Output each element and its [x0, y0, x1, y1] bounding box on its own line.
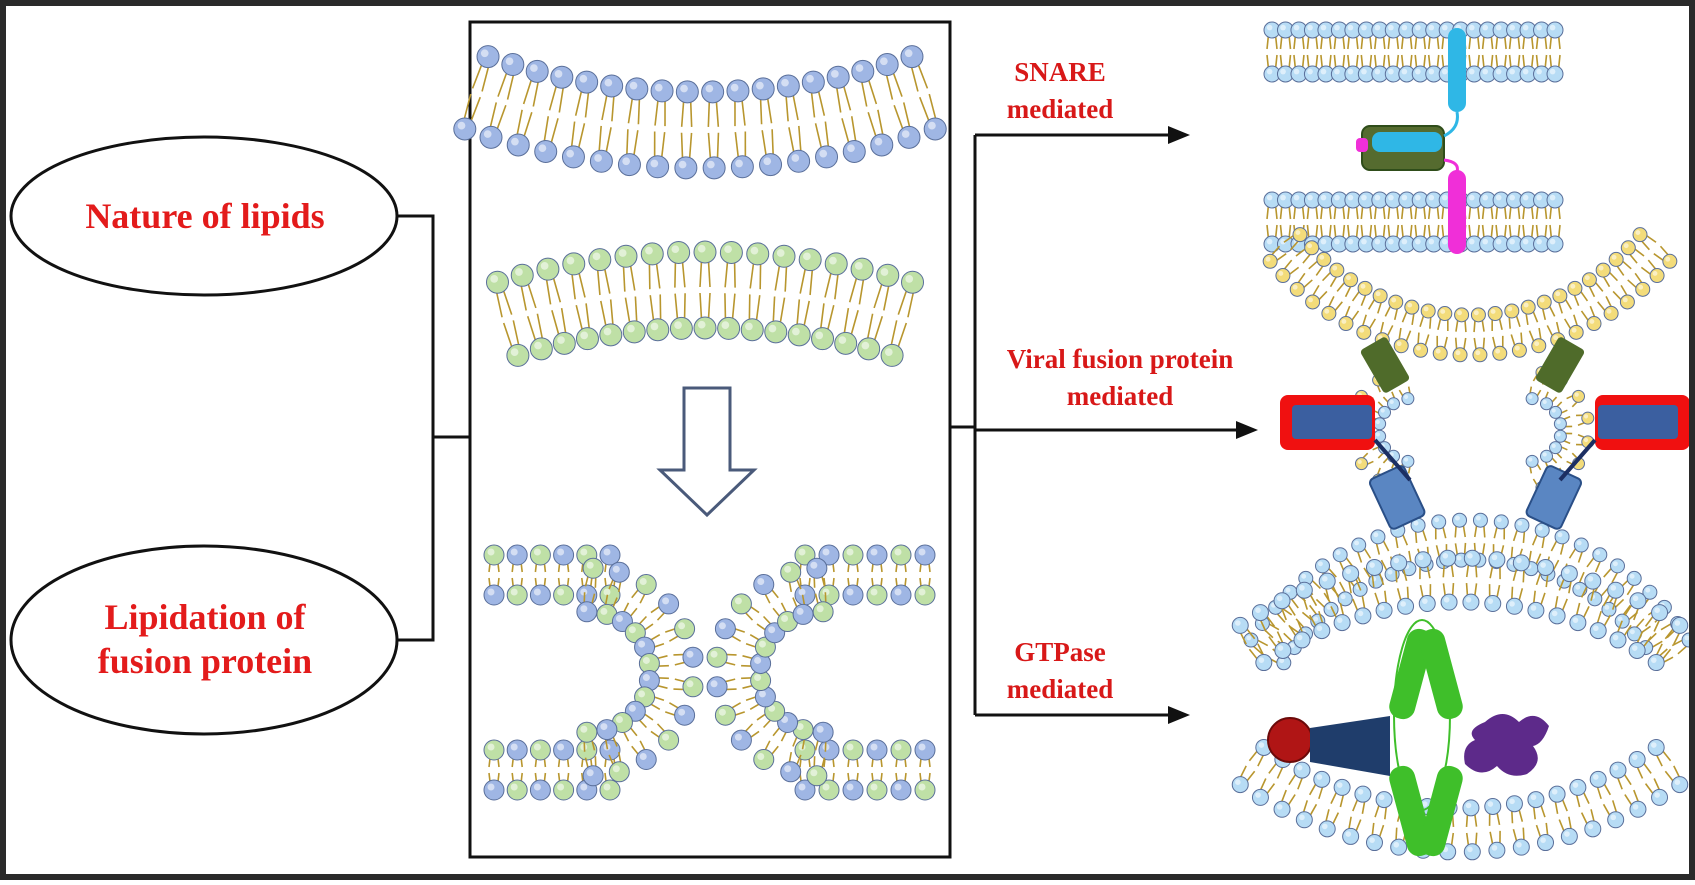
viral-line2: mediated — [985, 378, 1255, 415]
label-lipidation: Lipidation of fusion protein — [40, 595, 370, 683]
lipidation-line1: Lipidation of — [40, 595, 370, 639]
label-nature-of-lipids: Nature of lipids — [40, 194, 370, 238]
gtpase-line2: mediated — [990, 671, 1130, 708]
lipidation-line2: fusion protein — [40, 639, 370, 683]
snare-line2: mediated — [990, 91, 1130, 128]
nature-of-lipids-text: Nature of lipids — [85, 196, 324, 236]
gtpase-line1: GTPase — [990, 634, 1130, 671]
viral-line1: Viral fusion protein — [985, 341, 1255, 378]
label-snare: SNARE mediated — [990, 54, 1130, 128]
label-gtpase: GTPase mediated — [990, 634, 1130, 708]
label-viral: Viral fusion protein mediated — [985, 341, 1255, 415]
snare-line1: SNARE — [990, 54, 1130, 91]
